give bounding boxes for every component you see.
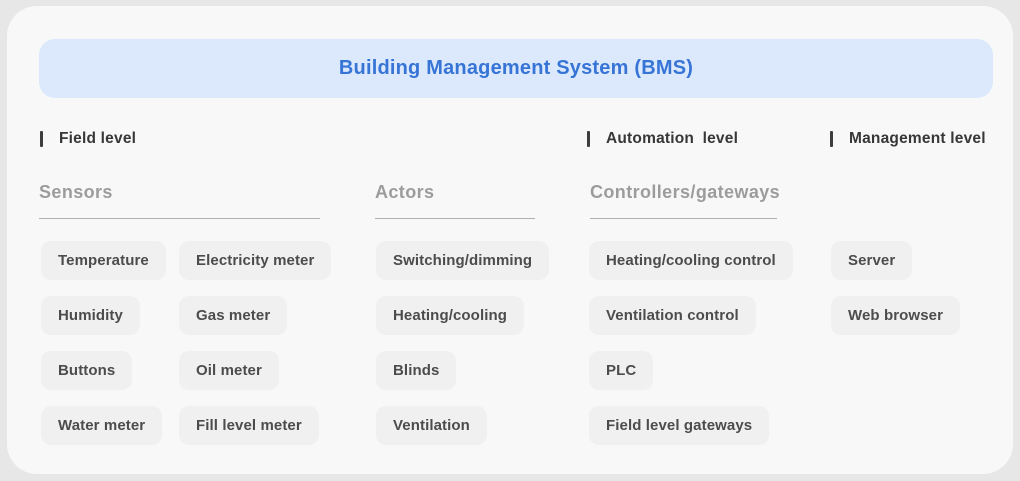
chip-ventilation-control: Ventilation control: [589, 296, 756, 335]
chip-fill-level-meter: Fill level meter: [179, 406, 319, 445]
chip-server: Server: [831, 241, 913, 280]
chip-buttons: Buttons: [41, 351, 133, 390]
chip-plc: PLC: [589, 351, 654, 390]
level-marker-bar: [40, 131, 43, 147]
column-header-controllers: Controllers/gateways: [590, 182, 781, 219]
level-field-label: Field level: [59, 130, 137, 147]
chip-web-browser: Web browser: [831, 296, 961, 335]
level-automation: Automation level: [587, 130, 738, 148]
level-marker-bar: [830, 131, 833, 147]
level-field: Field level: [40, 130, 136, 148]
column-header-controllers-label: Controllers/gateways: [590, 182, 781, 202]
chip-ventilation: Ventilation: [376, 406, 487, 445]
chip-water-meter: Water meter: [41, 406, 163, 445]
column-header-sensors-label: Sensors: [39, 182, 113, 202]
chip-heating-cooling: Heating/cooling: [376, 296, 524, 335]
chip-temperature: Temperature: [41, 241, 166, 280]
column-header-sensors: Sensors: [39, 182, 320, 219]
chip-heating-cooling-control: Heating/cooling control: [589, 241, 793, 280]
diagram-card: Building Management System (BMS) Field l…: [7, 6, 1013, 474]
chip-field-level-gateways: Field level gateways: [589, 406, 770, 445]
page-title: Building Management System (BMS): [338, 57, 694, 79]
column-header-actors-label: Actors: [375, 182, 435, 202]
chip-switching-dimming: Switching/dimming: [376, 241, 550, 280]
chip-blinds: Blinds: [376, 351, 457, 390]
chip-humidity: Humidity: [41, 296, 140, 335]
chip-oil-meter: Oil meter: [179, 351, 279, 390]
level-management-label: Management level: [849, 130, 986, 147]
level-marker-bar: [587, 131, 590, 147]
chip-electricity-meter: Electricity meter: [179, 241, 332, 280]
level-automation-label: Automation level: [606, 130, 739, 147]
chip-gas-meter: Gas meter: [179, 296, 288, 335]
title-banner: Building Management System (BMS): [39, 39, 993, 98]
column-header-actors: Actors: [375, 182, 535, 219]
level-management: Management level: [830, 130, 986, 148]
